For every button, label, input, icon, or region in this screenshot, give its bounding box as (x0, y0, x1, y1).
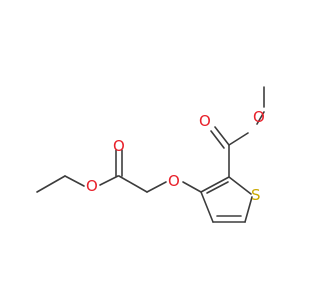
bond-c3-c2-inner (206, 181, 229, 194)
atom-o-ester-carbonyl: O (199, 112, 211, 130)
bond-c4-c3 (200, 191, 214, 223)
bond-ethyl-ch3-ch2 (36, 175, 66, 193)
bond-ether-o-c3 (182, 181, 202, 193)
bond-ethyl-ch2-o (64, 175, 85, 187)
bond-ester-c-o (228, 132, 249, 146)
atom-o-acetate-ethoxy: O (86, 177, 98, 195)
bond-o-acetate-carbon (99, 175, 119, 186)
bond-c3-c2 (200, 176, 230, 193)
atom-o-ether: O (168, 172, 180, 190)
bond-acetate-c-ch2 (118, 175, 148, 193)
bond-ester-carbonyl-2 (210, 130, 225, 149)
bond-ester-o-upper (256, 111, 265, 125)
bond-ester-carbonyl-1 (214, 126, 230, 146)
atom-s-thiophene: S (251, 186, 261, 204)
bond-c2-s (228, 176, 252, 195)
bond-ch2-ether-o (146, 181, 167, 193)
atom-o-acetate-carbonyl: O (113, 137, 125, 155)
atom-o-ester-methoxy: O (253, 108, 265, 126)
chemical-structure-diagram: O O O O O S (36, 86, 265, 223)
bond-s-c5 (244, 196, 253, 223)
